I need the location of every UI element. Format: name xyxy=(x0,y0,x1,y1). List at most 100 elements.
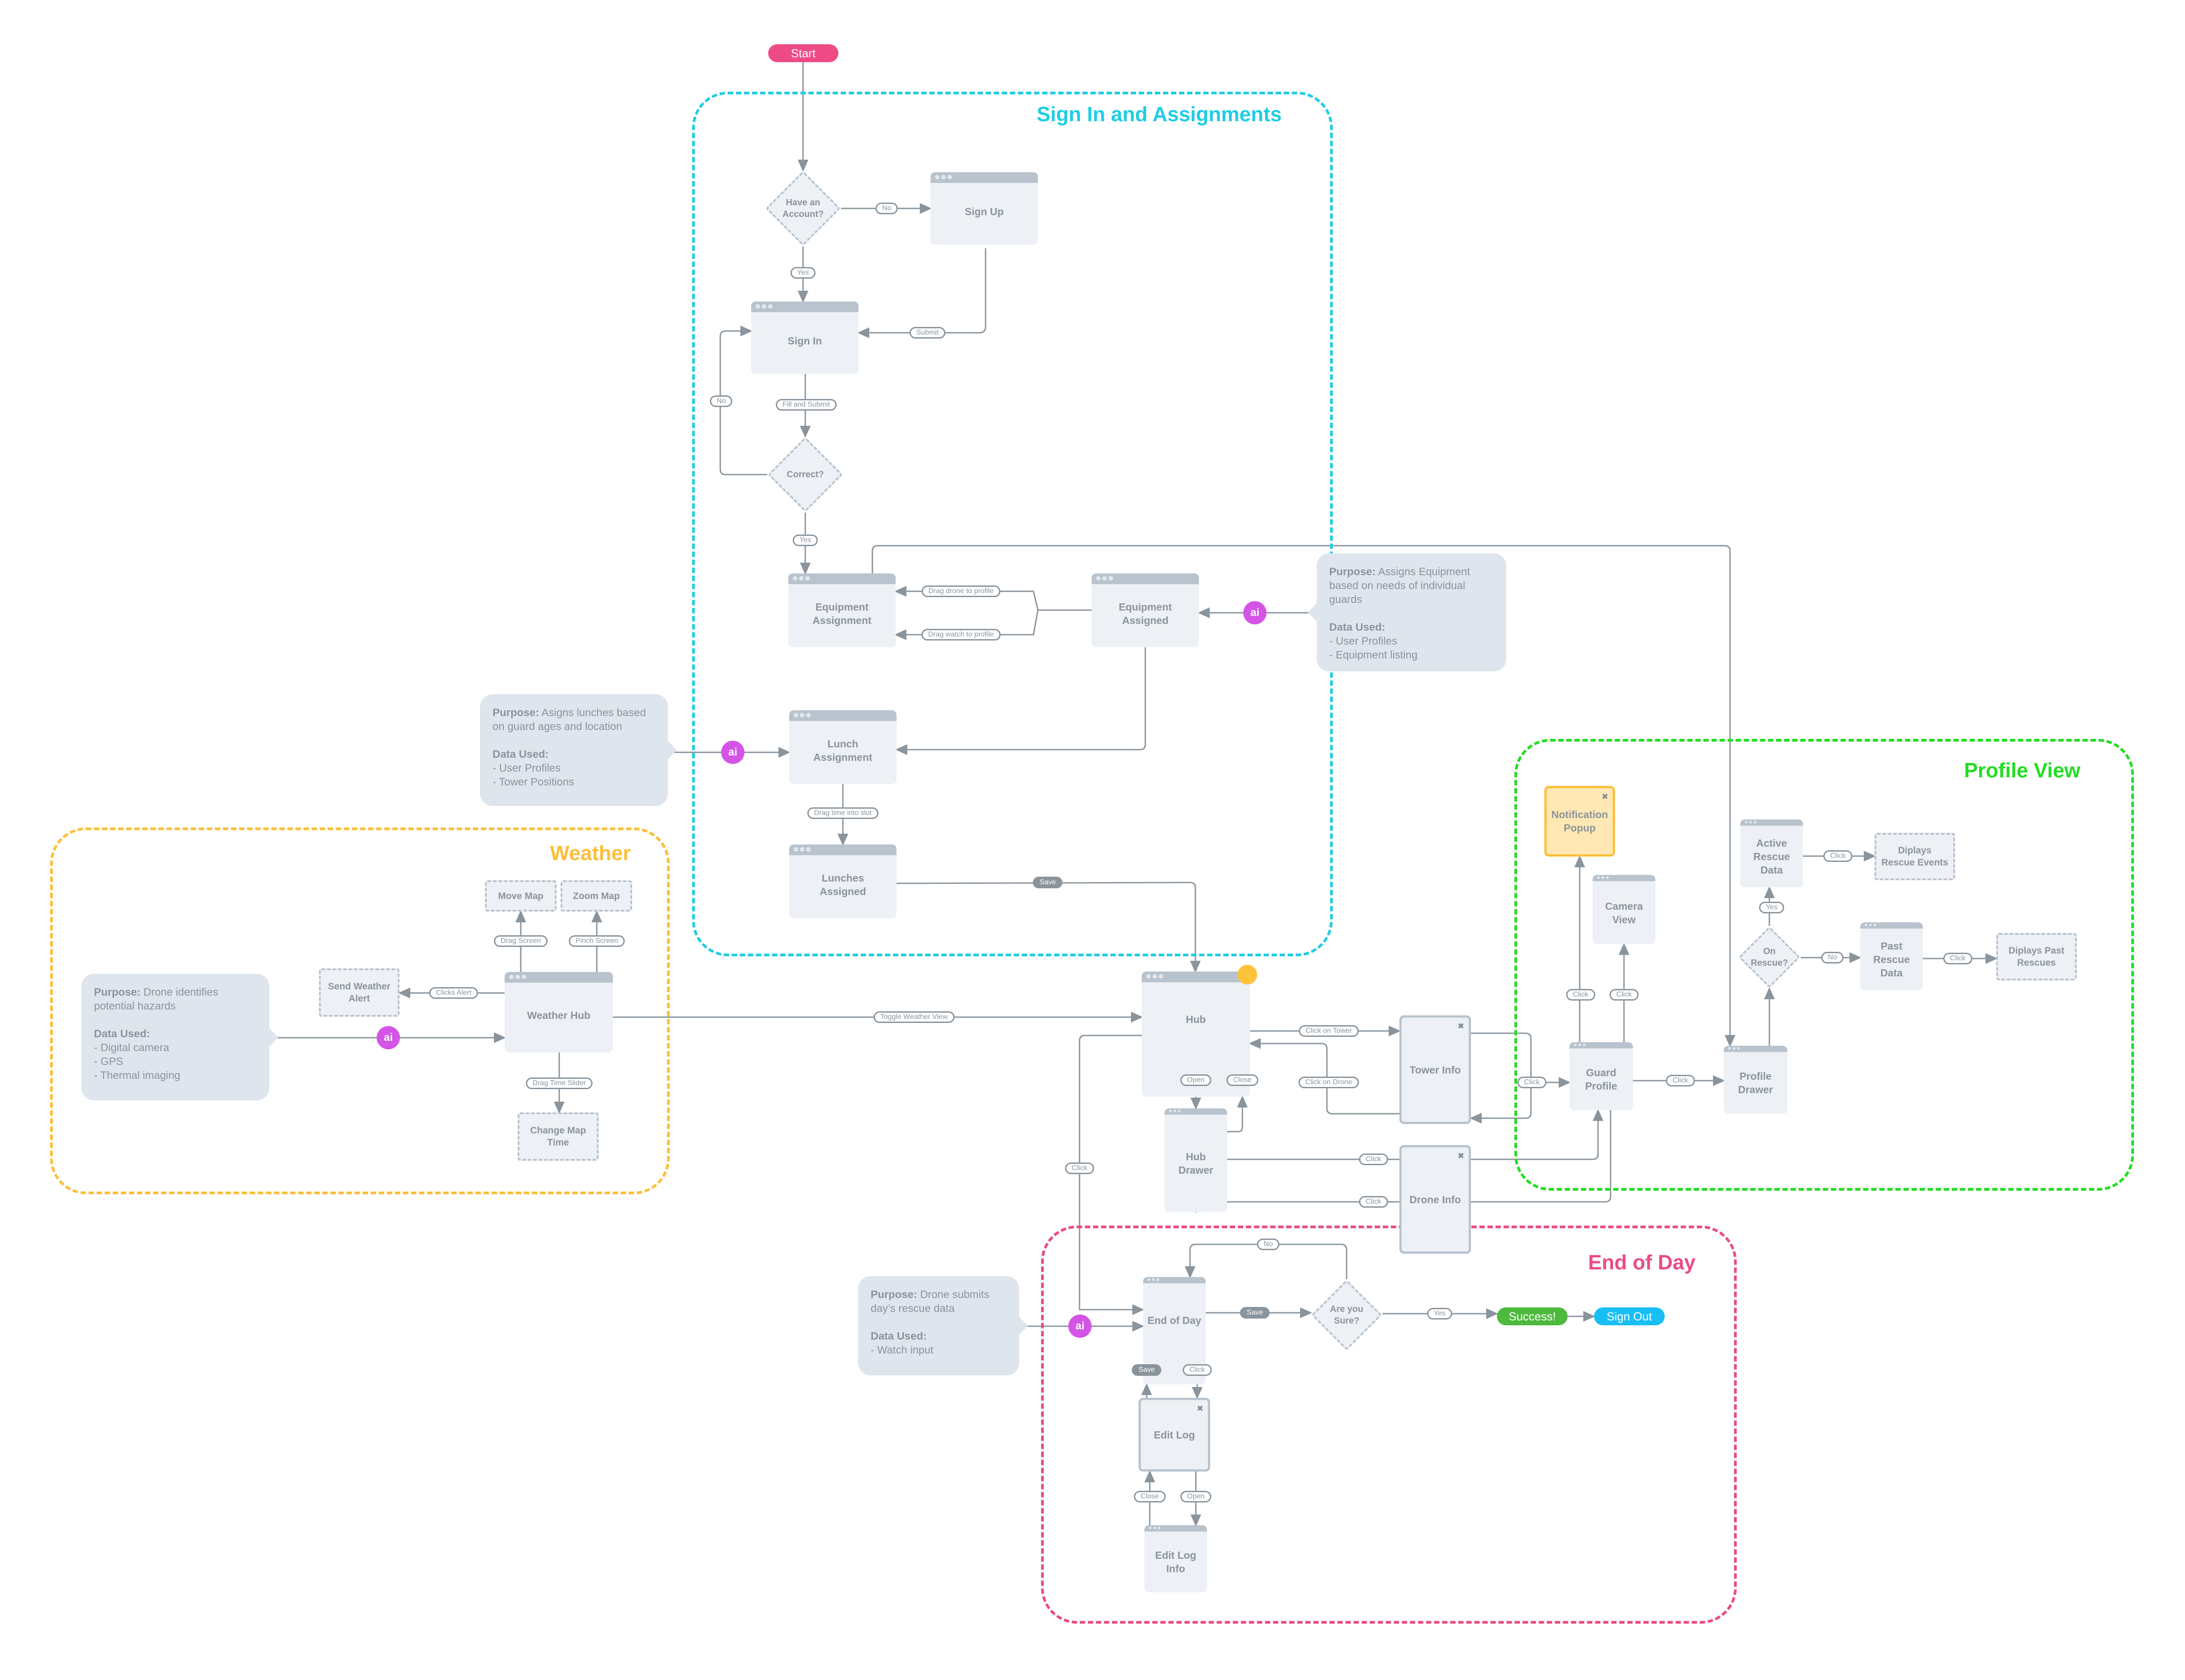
note-end-of-day-ai: Purpose: Drone submits day’s rescue data… xyxy=(858,1276,1019,1375)
screen-label: Camera View xyxy=(1605,900,1643,925)
edge-label-fill-submit: Fill and Submit xyxy=(776,399,837,411)
edge-label-pinch-screen: Pinch Screen xyxy=(569,935,625,947)
edge-label-drag-watch: Drag watch to profile xyxy=(921,629,1001,641)
close-icon[interactable]: ✖ xyxy=(1457,1022,1464,1031)
note-weather-ai: Purpose: Drone identifies potential haza… xyxy=(81,974,269,1100)
edge-label-save-lunch: Save xyxy=(1033,877,1063,888)
screen-sign-up[interactable]: Sign Up xyxy=(931,172,1038,245)
edge-label-click-editlog: Click xyxy=(1182,1364,1212,1376)
screen-label: Past Rescue Data xyxy=(1873,940,1910,979)
screen-guard-profile[interactable]: Guard Profile xyxy=(1569,1042,1633,1110)
edge-label-no-rescue: No xyxy=(1821,952,1844,963)
screen-label: Tower Info xyxy=(1409,1064,1461,1076)
note-purpose: Assigns Equipment based on needs of indi… xyxy=(1329,566,1470,606)
note-purpose-label: Purpose: xyxy=(1329,566,1376,578)
notification-badge xyxy=(1237,965,1257,984)
ai-badge-end-of-day: ai xyxy=(1068,1315,1092,1338)
action-displays-past-rescues[interactable]: Diplays Past Rescues xyxy=(1996,933,2077,980)
connector-drawer-close-hub xyxy=(1227,1095,1248,1133)
screen-sign-in[interactable]: Sign In xyxy=(751,301,859,374)
edge-label-click-active: Click xyxy=(1823,850,1853,862)
edge-label-drag-screen: Drag Screen xyxy=(494,935,548,947)
decision-label: Have an Account? xyxy=(782,198,824,219)
note-purpose: Drone submits day’s rescue data xyxy=(871,1289,990,1315)
screen-label: Lunch Assignment xyxy=(813,738,872,763)
screen-lunches-assigned[interactable]: Lunches Assigned xyxy=(789,844,897,918)
close-icon[interactable]: ✖ xyxy=(1601,792,1608,801)
screen-label: Lunches Assigned xyxy=(820,872,866,897)
modal-tower-info[interactable]: ✖ Tower Info xyxy=(1399,1015,1471,1124)
group-title-profile-view: Profile View xyxy=(1964,759,2080,782)
group-title-sign-in: Sign In and Assignments xyxy=(1037,102,1282,126)
screen-hub-drawer[interactable]: Hub Drawer xyxy=(1165,1108,1227,1212)
action-move-map[interactable]: Move Map xyxy=(485,880,557,912)
screen-label: Drone Info xyxy=(1409,1193,1461,1205)
edge-label-clicks-alert: Clicks Alert xyxy=(429,987,478,999)
edge-label-yes-signin: Yes xyxy=(790,267,816,279)
decision-are-you-sure: Are you Sure? xyxy=(1311,1279,1382,1351)
screen-label: Hub Drawer xyxy=(1178,1151,1213,1176)
screen-camera-view[interactable]: Camera View xyxy=(1593,875,1655,944)
note-data-item: - Thermal imaging xyxy=(94,1069,180,1082)
edge-label-no-sure: No xyxy=(1257,1239,1280,1250)
edge-label-click-drone: Click on Drone xyxy=(1298,1077,1359,1088)
screen-edit-log-info[interactable]: Edit Log Info xyxy=(1144,1525,1207,1592)
modal-drone-info[interactable]: ✖ Drone Info xyxy=(1399,1145,1471,1254)
notification-popup[interactable]: ✖ Notification Popup xyxy=(1544,786,1615,857)
action-send-weather-alert[interactable]: Send Weather Alert xyxy=(319,968,400,1017)
note-purpose: Asigns lunches based on guard ages and l… xyxy=(493,707,646,733)
note-data-label: Data Used: xyxy=(1329,621,1386,633)
screen-past-rescue-data[interactable]: Past Rescue Data xyxy=(1860,922,1923,990)
decision-correct: Correct? xyxy=(767,437,843,513)
screen-label: End of Day xyxy=(1147,1315,1202,1326)
edge-label-submit: Submit xyxy=(910,327,945,339)
modal-edit-log[interactable]: ✖ Edit Log xyxy=(1139,1398,1210,1472)
edge-label-no-correct: No xyxy=(710,395,733,407)
decision-label: On Rescue? xyxy=(1751,946,1788,968)
note-data-item: - User Profiles xyxy=(1329,635,1398,647)
edge-label-open-editloginfo: Open xyxy=(1180,1491,1212,1502)
screen-label: Profile Drawer xyxy=(1738,1070,1773,1095)
note-data-label: Data Used: xyxy=(871,1330,927,1342)
decision-have-account: Have an Account? xyxy=(765,170,841,246)
screen-label: Notification Popup xyxy=(1551,809,1608,834)
ai-badge-lunch: ai xyxy=(721,741,744,764)
action-zoom-map[interactable]: Zoom Map xyxy=(561,880,632,912)
close-icon[interactable]: ✖ xyxy=(1196,1404,1203,1413)
screen-weather-hub[interactable]: Weather Hub xyxy=(505,972,613,1052)
screen-equipment-assignment[interactable]: Equipment Assignment xyxy=(788,573,896,647)
screen-label: Equipment Assigned xyxy=(1118,601,1172,626)
edge-label-save-editlog: Save xyxy=(1131,1364,1162,1376)
edge-label-click-past: Click xyxy=(1943,953,1972,964)
screen-active-rescue-data[interactable]: Active Rescue Data xyxy=(1740,819,1803,887)
group-sign-in-and-assignments xyxy=(692,92,1333,956)
decision-label: Correct? xyxy=(786,470,824,479)
note-data-item: - GPS xyxy=(94,1056,123,1068)
screen-profile-drawer[interactable]: Profile Drawer xyxy=(1724,1046,1787,1114)
screen-label: Edit Log xyxy=(1154,1429,1195,1441)
group-end-of-day xyxy=(1041,1226,1737,1624)
screen-label: Edit Log Info xyxy=(1155,1549,1196,1574)
edge-label-click-info-guard: Click xyxy=(1517,1077,1547,1088)
edge-label-click-drawer-guard: Click xyxy=(1359,1154,1388,1165)
screen-label: Equipment Assignment xyxy=(812,601,871,626)
note-data-item: - Digital camera xyxy=(94,1042,170,1054)
screen-label: Guard Profile xyxy=(1585,1067,1617,1092)
screen-label: Active Rescue Data xyxy=(1753,837,1790,876)
group-profile-view xyxy=(1514,739,2134,1191)
action-displays-rescue-events[interactable]: Diplays Rescue Events xyxy=(1875,833,1955,880)
note-purpose-label: Purpose: xyxy=(94,986,141,998)
close-icon[interactable]: ✖ xyxy=(1457,1151,1464,1160)
edge-label-click-tower: Click on Tower xyxy=(1299,1025,1359,1037)
edge-label-click-camera: Click xyxy=(1609,989,1639,1001)
note-purpose: Drone identifies potential hazards xyxy=(94,986,218,1012)
note-equipment-ai: Purpose: Assigns Equipment based on need… xyxy=(1317,553,1506,671)
start-terminal: Start xyxy=(768,44,838,62)
edge-label-drag-time: Drag time into slot xyxy=(807,807,879,819)
note-data-item: - User Profiles xyxy=(493,762,561,774)
screen-lunch-assignment[interactable]: Lunch Assignment xyxy=(789,710,897,784)
screen-equipment-assigned[interactable]: Equipment Assigned xyxy=(1092,573,1199,647)
sign-out-terminal: Sign Out xyxy=(1594,1307,1665,1325)
action-change-map-time[interactable]: Change Map Time xyxy=(518,1112,599,1161)
decision-label: Are you Sure? xyxy=(1330,1304,1364,1326)
